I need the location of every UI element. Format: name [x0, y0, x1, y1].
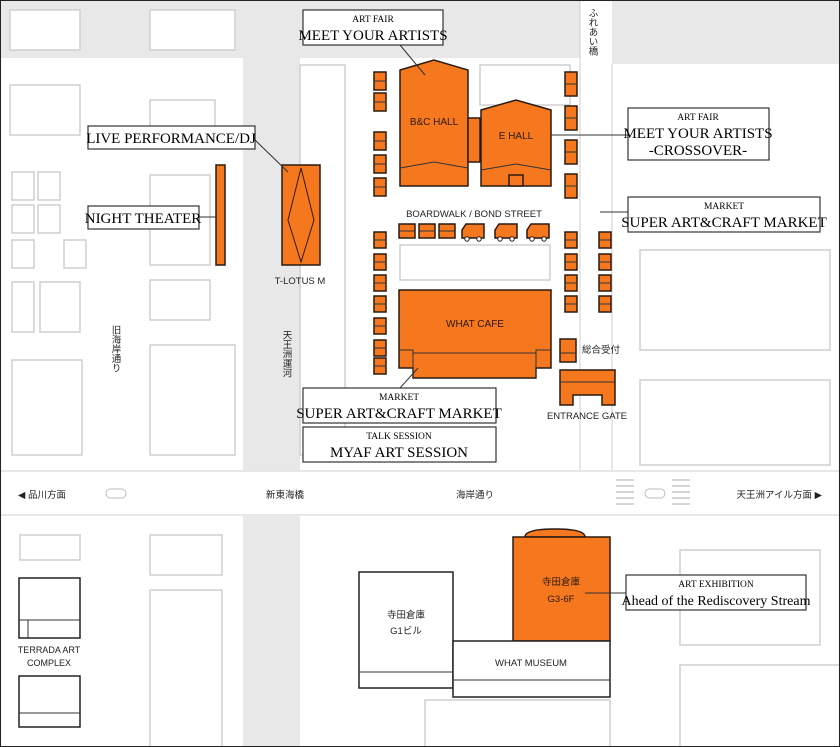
- callout-kicker: MARKET: [379, 393, 419, 403]
- east-direction: 天王洲アイル方面 ▶: [737, 489, 823, 501]
- callout-kicker: TALK SESSION: [366, 432, 432, 442]
- t-lotus-label: T-LOTUS M: [275, 276, 326, 287]
- callout-meet-your-artists[interactable]: ART FAIR MEET YOUR ARTISTS: [298, 9, 448, 46]
- cafe-detail: [399, 349, 414, 378]
- truck-wheel: [476, 236, 482, 242]
- callout-art-exhibition[interactable]: ART EXHIBITION Ahead of the Rediscovery …: [622, 574, 811, 611]
- g1-building[interactable]: [358, 571, 454, 689]
- g3-name: 寺田倉庫: [542, 576, 581, 588]
- market-stalls: [373, 71, 612, 375]
- callout-subtitle: -CROSSOVER-: [649, 143, 747, 159]
- callout-title: LIVE PERFORMANCE/DJ: [86, 131, 256, 147]
- callout-kicker: ART FAIR: [352, 15, 394, 25]
- what-museum-building[interactable]: [452, 640, 611, 698]
- fureai-bridge-label: ふれあい橋: [587, 8, 599, 56]
- truck-wheel: [509, 236, 515, 242]
- callout-night-theater[interactable]: NIGHT THEATER: [85, 205, 202, 230]
- terrada-building-north[interactable]: [18, 577, 81, 639]
- bc-hall-label: B&C HALL: [410, 117, 459, 128]
- callout-talk-session[interactable]: TALK SESSION MYAF ART SESSION: [302, 426, 497, 463]
- food-truck-icon[interactable]: [526, 223, 550, 239]
- callout-title: NIGHT THEATER: [85, 211, 202, 227]
- bridge-label: 新東海橋: [266, 489, 305, 501]
- terrada-building-south[interactable]: [18, 675, 81, 728]
- canal-south: [243, 516, 300, 747]
- callout-kicker: ART EXHIBITION: [678, 580, 754, 590]
- truck-wheel: [497, 236, 503, 242]
- callout-title: SUPER ART&CRAFT MARKET: [296, 406, 502, 422]
- traffic-signal-icon: [105, 488, 127, 499]
- traffic-signal-icon: [644, 488, 666, 499]
- e-hall-label: E HALL: [499, 131, 534, 142]
- e-hall-roofline: [480, 163, 552, 171]
- truck-wheel: [464, 236, 470, 242]
- callout-market-right[interactable]: MARKET SUPER ART&CRAFT MARKET: [621, 196, 827, 233]
- bc-hall-roofline: [399, 161, 469, 169]
- callout-title: MEET YOUR ARTISTS: [623, 126, 772, 142]
- callout-title: MYAF ART SESSION: [330, 445, 468, 461]
- callout-title: SUPER ART&CRAFT MARKET: [621, 215, 827, 231]
- crosswalk: [616, 479, 690, 505]
- west-direction: ◀ 品川方面: [18, 489, 66, 501]
- reception-booth[interactable]: [559, 338, 577, 363]
- g3-building[interactable]: [512, 536, 611, 642]
- what-museum-label: WHAT MUSEUM: [495, 658, 567, 669]
- night-theater-venue[interactable]: [215, 164, 226, 266]
- hall-connector: [467, 117, 481, 163]
- callout-kicker: MARKET: [704, 202, 744, 212]
- callout-crossover[interactable]: ART FAIR MEET YOUR ARTISTS -CROSSOVER-: [623, 107, 773, 161]
- terrada-label-1: TERRADA ART: [18, 645, 81, 655]
- surrounding-buildings: [9, 9, 840, 747]
- reception-label: 総合受付: [582, 344, 621, 356]
- food-truck-icon[interactable]: [494, 223, 518, 239]
- callout-market-lower[interactable]: MARKET SUPER ART&CRAFT MARKET: [296, 387, 502, 424]
- t-lotus-venue[interactable]: [281, 164, 321, 266]
- callout-leaders: [199, 44, 628, 594]
- callout-title: MEET YOUR ARTISTS: [298, 28, 447, 44]
- boardwalk-label: BOARDWALK / BOND STREET: [406, 209, 542, 220]
- g1-name: 寺田倉庫: [387, 609, 426, 621]
- g3-dome: [524, 528, 586, 538]
- g1-floor: G1ビル: [390, 626, 422, 637]
- callout-live-performance[interactable]: LIVE PERFORMANCE/DJ: [86, 125, 256, 150]
- callout-title: Ahead of the Rediscovery Stream: [622, 594, 811, 609]
- what-cafe-label: WHAT CAFE: [446, 319, 504, 330]
- terrada-label-2: COMPLEX: [27, 658, 71, 668]
- northeast-ground: [612, 0, 840, 64]
- what-cafe-building[interactable]: [398, 289, 552, 379]
- entrance-gate-label: ENTRANCE GATE: [547, 411, 627, 422]
- old-coast-road-label: 旧海岸通り: [110, 325, 122, 373]
- e-hall-building[interactable]: [480, 99, 552, 187]
- g3-floor: G3-6F: [548, 594, 575, 605]
- coast-road-label: 海岸通り: [456, 489, 494, 501]
- food-truck-icon[interactable]: [461, 223, 485, 239]
- truck-wheel: [529, 236, 535, 242]
- e-hall-door: [508, 174, 524, 187]
- canal-label: 天王洲運河: [281, 330, 293, 378]
- truck-wheel: [541, 236, 547, 242]
- t-lotus-shape: [287, 167, 315, 264]
- callout-kicker: ART FAIR: [677, 113, 719, 123]
- cafe-detail: [535, 349, 551, 378]
